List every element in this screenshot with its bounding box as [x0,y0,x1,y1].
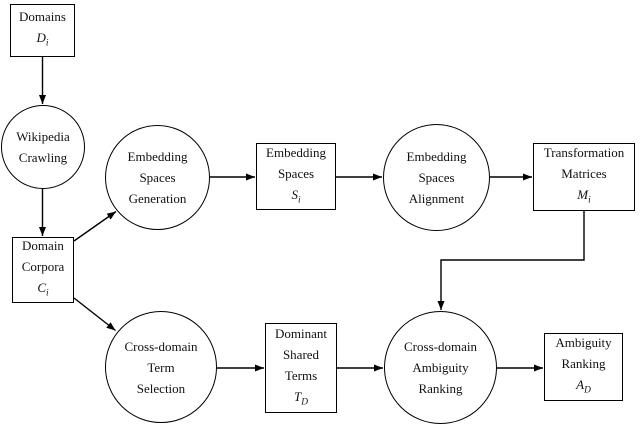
node-label: Embedding [406,149,467,164]
node-dominant-shared-terms: Dominant Shared Terms TD [265,323,337,413]
node-label: Ambiguity [555,335,612,351]
node-label: Crawling [18,150,68,165]
math-symbol: AD [576,377,591,396]
node-label: Transformation [543,145,625,161]
node-label: Ambiguity [412,360,469,375]
node-label: Cross-domain [124,338,198,354]
node-label: Matrices [561,166,607,182]
math-symbol: Si [291,186,301,206]
node-label: Generation [128,191,187,206]
edge-domain-corpora-to-cross-domain-term-selection [73,297,116,332]
node-label: Dominant [275,325,327,341]
node-label: Ranking [418,381,463,396]
node-label: Wikipedia [16,129,70,144]
math-symbol: Ci [37,280,49,299]
node-wikipedia-crawling: Wikipedia Crawling [1,105,85,189]
node-label: Corpora [21,259,65,275]
node-label: Ranking [561,356,606,372]
node-label: Selection [136,380,186,396]
node-embedding-spaces-alignment: Embedding Spaces Alignment [383,124,490,231]
node-label: Term [147,359,175,375]
node-label: Domains [19,9,66,25]
node-label: Embedding [266,144,326,160]
node-label: Alignment [408,191,465,206]
math-symbol: Di [36,30,49,49]
node-domains: Domains Di [10,4,75,57]
node-label: Spaces [418,170,455,185]
node-label: Embedding [127,149,188,164]
math-symbol: TD [294,388,308,408]
node-embedding-spaces-generation: Embedding Spaces Generation [105,125,210,230]
node-label: Terms [284,367,318,383]
node-ambiguity-ranking: Ambiguity Ranking AD [544,333,623,401]
node-label: Shared [282,346,320,362]
node-domain-corpora: Domain Corpora Ci [12,237,74,303]
node-transformation-matrices: Transformation Matrices Mi [533,143,635,211]
edge-domain-corpora-to-embedding-spaces-generation [73,210,117,242]
node-embedding-spaces: Embedding Spaces Si [256,143,336,210]
node-cross-domain-ambiguity-ranking: Cross-domain Ambiguity Ranking [384,311,497,424]
node-label: Cross-domain [404,339,477,354]
node-label: Spaces [277,165,315,181]
math-symbol: Mi [577,187,591,206]
node-cross-domain-term-selection: Cross-domain Term Selection [105,311,217,423]
node-label: Spaces [139,170,176,185]
edge-transformation-matrices-to-cross-domain-ambiguity-ranking [437,211,585,310]
node-label: Domain [22,238,64,254]
